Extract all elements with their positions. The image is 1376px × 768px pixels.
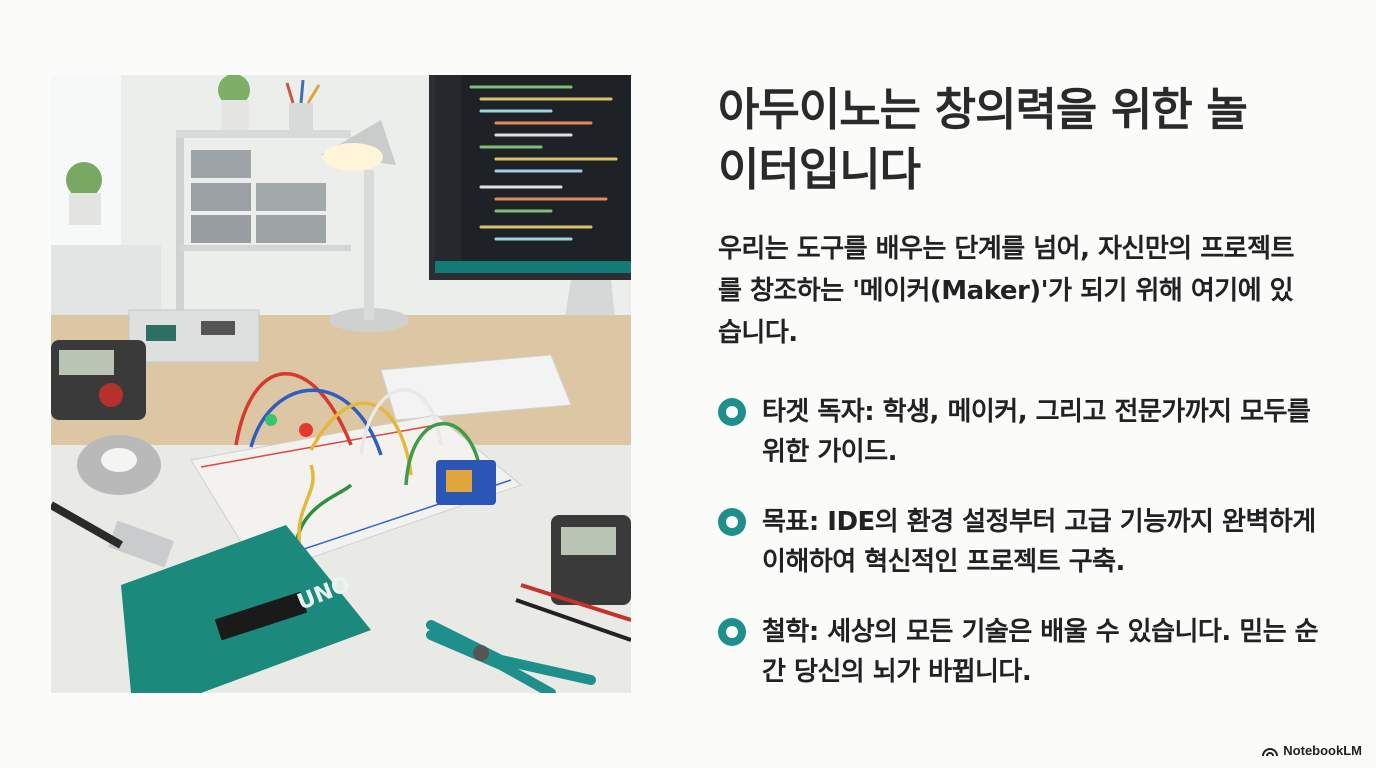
- bullet-item-goal: 목표: IDE의 환경 설정부터 고급 기능까지 완벽하게 이해하여 혁신적인 …: [718, 502, 1322, 582]
- bullet-list: 타겟 독자: 학생, 메이커, 그리고 전문가까지 모두를 위한 가이드. 목표…: [718, 392, 1319, 692]
- slide-title: 아두이노는 창의력을 위한 놀이터입니다: [718, 83, 1248, 196]
- bullet-text: 철학: 세상의 모든 기술은 배울 수 있습니다. 믿는 순간 당신의 뇌가 바…: [762, 617, 1319, 687]
- bullet-text: 타겟 독자: 학생, 메이커, 그리고 전문가까지 모두를 위한 가이드.: [762, 397, 1311, 467]
- notebooklm-brand: NotebookLM: [1262, 743, 1362, 758]
- notebooklm-logo-icon: [1262, 747, 1279, 756]
- bullet-item-audience: 타겟 독자: 학생, 메이커, 그리고 전문가까지 모두를 위한 가이드.: [718, 392, 1322, 472]
- workbench-photo: UNO: [51, 75, 631, 693]
- slide-content: 아두이노는 창의력을 위한 놀이터입니다 우리는 도구를 배우는 단계를 넘어,…: [718, 80, 1319, 722]
- bullet-circle-icon: [718, 508, 746, 536]
- bullet-circle-icon: [718, 618, 746, 646]
- slide-subtitle: 우리는 도구를 배우는 단계를 넘어, 자신만의 프로젝트를 창조하는 '메이커…: [718, 234, 1294, 348]
- bullet-item-philosophy: 철학: 세상의 모든 기술은 배울 수 있습니다. 믿는 순간 당신의 뇌가 바…: [718, 612, 1322, 692]
- brand-name: NotebookLM: [1283, 743, 1362, 758]
- bullet-text: 목표: IDE의 환경 설정부터 고급 기능까지 완벽하게 이해하여 혁신적인 …: [762, 507, 1316, 577]
- bullet-circle-icon: [718, 398, 746, 426]
